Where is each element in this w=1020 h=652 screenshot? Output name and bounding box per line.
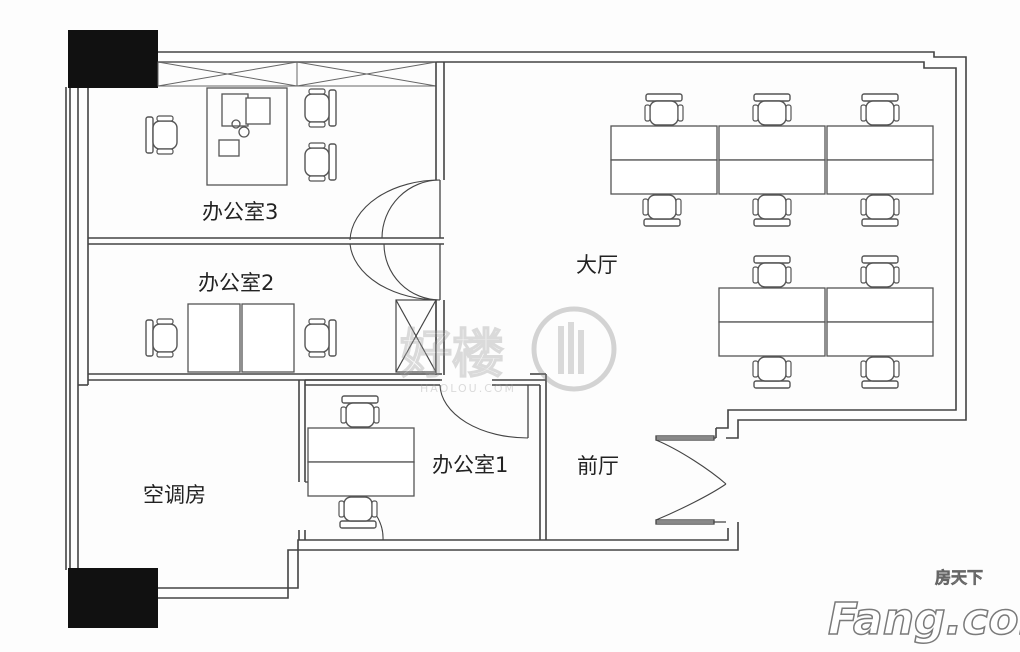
office3-chair-left [145, 115, 178, 155]
hall-chair-9 [752, 356, 792, 389]
utility-shaft [395, 299, 437, 373]
office2-chair-left [145, 318, 178, 358]
room-label-office2: 办公室2 [198, 271, 274, 295]
office3-chair-right-top [304, 88, 337, 128]
corner-watermark: 房天下 Fang.com [827, 568, 1020, 646]
hall-chair-5 [752, 194, 792, 227]
hall-desks-lower [718, 287, 934, 357]
hall-chair-1 [644, 93, 684, 126]
office1-desks [307, 427, 415, 497]
office3-furniture [206, 87, 288, 186]
hall-chair-6 [860, 194, 900, 227]
office2-chair-right [304, 318, 337, 358]
pillar-bottom-left [68, 568, 158, 628]
room-label-ac-room: 空调房 [143, 483, 206, 507]
window-strip [157, 61, 437, 87]
hall-chair-2 [752, 93, 792, 126]
interior-walls [78, 62, 547, 540]
outer-walls [65, 51, 967, 599]
pillar-top-left [68, 30, 158, 88]
office1-chair-top [340, 395, 380, 428]
hall-chair-4 [642, 194, 682, 227]
hall-chair-8 [860, 255, 900, 288]
hall-desks-upper [610, 125, 934, 195]
office3-chair-right-bottom [304, 142, 337, 182]
corner-watermark-cn: 房天下 [935, 568, 983, 587]
watermark-brand: 好楼 [399, 325, 504, 385]
office2-desks [187, 303, 295, 373]
hall-chair-7 [752, 255, 792, 288]
room-label-office1: 办公室1 [432, 453, 508, 477]
center-watermark: 好楼 HAOLOU.COM [398, 306, 617, 395]
room-label-office3: 办公室3 [202, 200, 278, 224]
hall-chair-10 [860, 356, 900, 389]
watermark-subtext: HAOLOU.COM [420, 382, 516, 395]
corner-watermark-en: Fang.com [828, 594, 1020, 645]
hall-chair-3 [860, 93, 900, 126]
room-label-hall: 大厅 [576, 253, 618, 277]
office1-chair-bottom [338, 496, 378, 529]
room-label-front-hall: 前厅 [577, 454, 619, 478]
